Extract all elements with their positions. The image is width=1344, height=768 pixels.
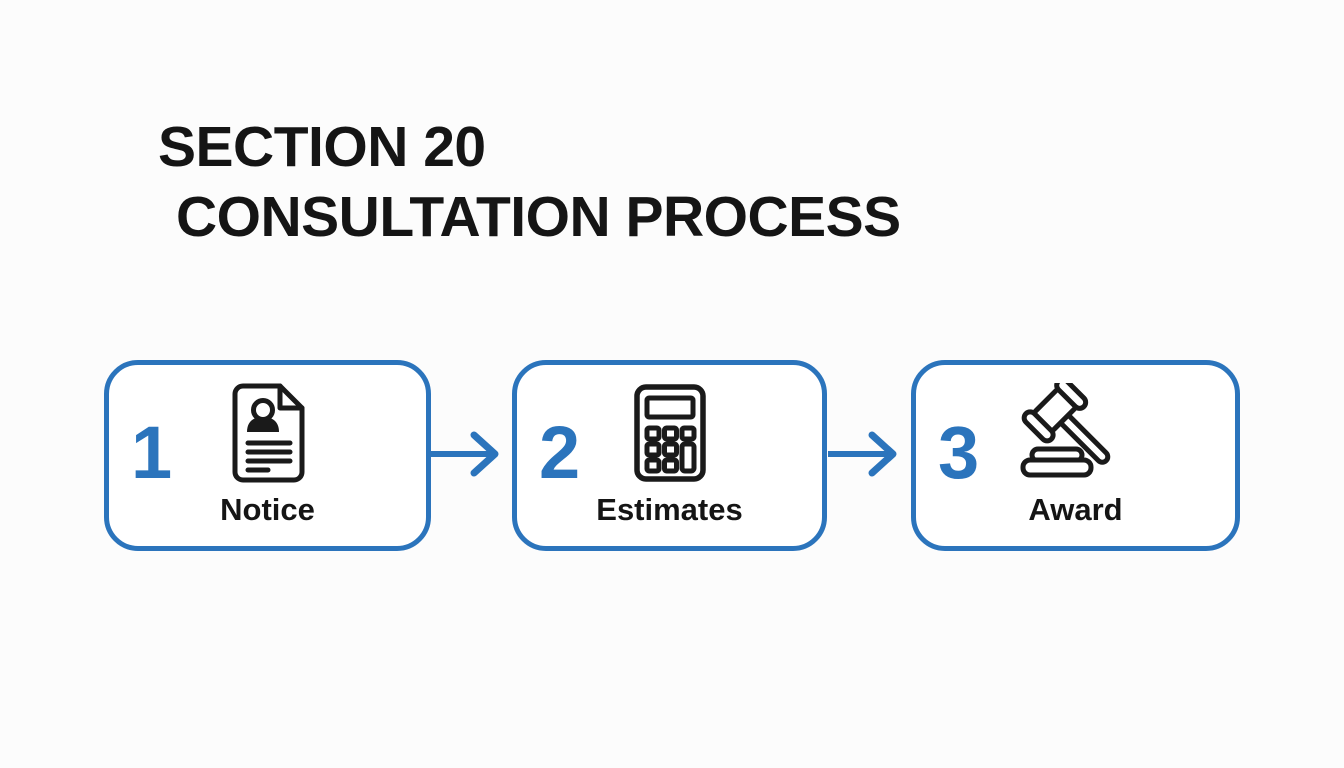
step-box-notice: 1 Notice (104, 360, 431, 551)
gavel-icon (1016, 383, 1136, 483)
calculator-icon (610, 383, 730, 483)
page-title-line1: SECTION 20 (158, 115, 486, 179)
page-title: SECTION 20 CONSULTATION PROCESS (158, 112, 901, 252)
step-box-estimates: 2 Estimates (512, 360, 827, 551)
step-number-1: 1 (131, 410, 173, 494)
step-number-3: 3 (938, 410, 980, 494)
step-label-award: Award (1028, 492, 1123, 527)
step-label-notice: Notice (220, 492, 315, 527)
step-number-2: 2 (539, 410, 581, 494)
right-arrow-icon (828, 431, 897, 477)
person-document-icon (208, 383, 328, 483)
step-box-award: 3 Award (911, 360, 1240, 551)
right-arrow-icon (430, 431, 499, 477)
page-title-line2: CONSULTATION PROCESS (176, 185, 901, 249)
step-label-estimates: Estimates (596, 492, 743, 527)
